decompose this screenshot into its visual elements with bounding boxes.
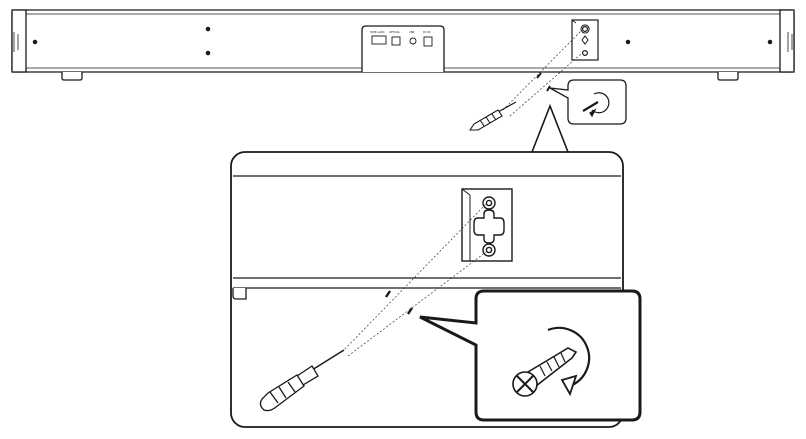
screwdriver-large	[259, 349, 345, 412]
soundbar-left-foot	[61, 72, 83, 81]
port-label-optical: OPTICAL	[389, 30, 401, 34]
guide-lines-small	[502, 30, 582, 117]
soundbar-left-endcap	[11, 9, 27, 73]
rotation-callout-small	[549, 79, 627, 125]
bracket-large	[461, 188, 513, 262]
screw-icon	[512, 347, 578, 397]
zoom-connector	[531, 103, 569, 153]
soundbar-right-foot	[717, 72, 739, 81]
guide-lines-large	[341, 203, 487, 357]
screws-large	[385, 290, 413, 315]
port-label-usb: USB	[409, 30, 415, 34]
bracket-keyhole	[473, 209, 505, 244]
port-labels: HDMI eARC OPTICAL USB DC IN	[370, 30, 430, 34]
rotation-callout-large	[419, 289, 642, 422]
connector-panel	[361, 25, 445, 72]
soundbar-overview	[11, 9, 795, 81]
rotation-arrow	[547, 326, 591, 388]
screwdriver-small	[468, 101, 517, 131]
bracket-small	[571, 19, 599, 61]
soundbar-right-endcap	[779, 9, 795, 73]
port-label-hdmi: HDMI eARC	[370, 30, 385, 34]
port-label-dc-in: DC IN	[423, 30, 430, 34]
screws-small	[536, 72, 551, 92]
